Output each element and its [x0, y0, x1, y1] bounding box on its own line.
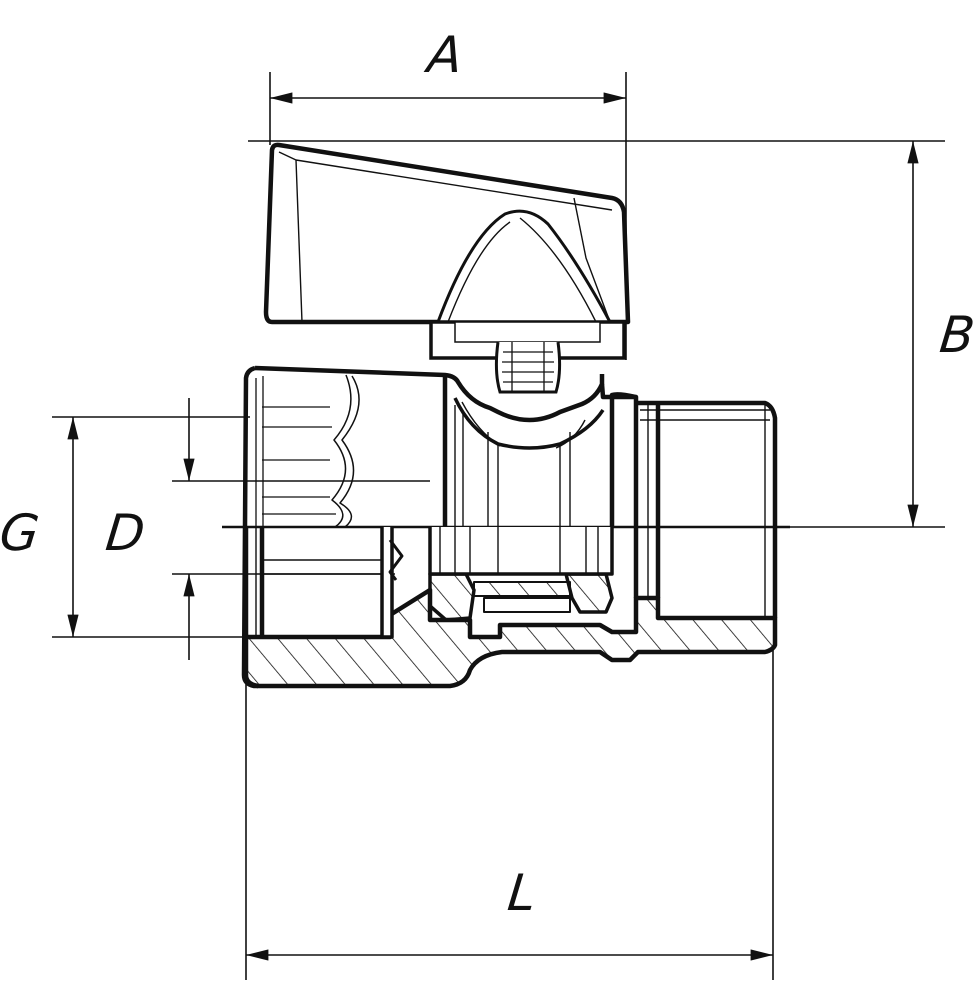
valve-section: [243, 527, 778, 689]
section-right-bore-lines: [611, 527, 766, 618]
valve-stem: [429, 320, 626, 394]
body-thread-lines: [255, 376, 336, 527]
stem-nut: [454, 321, 601, 343]
section-seat-right: [564, 572, 614, 614]
section-ball-bore: [439, 527, 599, 574]
body-thread-relief: [331, 374, 360, 528]
section-seat-left: [428, 572, 476, 622]
body-ball-housing: [453, 397, 605, 450]
butterfly-handle: [263, 142, 631, 325]
stem-threads: [502, 342, 554, 392]
section-ball-slot: [473, 581, 571, 597]
body-left-bore: [454, 405, 464, 527]
handle-crest-inner: [447, 217, 597, 323]
dimension-label-g: G: [0, 504, 42, 562]
section-left-bore-lines: [255, 527, 382, 637]
body-right-collar: [609, 392, 639, 527]
section-wall: [243, 587, 778, 689]
body-right-thread-lines: [640, 403, 770, 527]
handle-edge-line: [573, 197, 611, 323]
body-left-end: [254, 365, 605, 423]
handle-crest: [436, 209, 612, 323]
stem-neck: [494, 341, 562, 394]
section-ball-slot-inner: [483, 597, 571, 613]
handle-top-face: [278, 151, 613, 323]
section-right-bore: [633, 527, 778, 618]
dimension-label-b: B: [936, 306, 978, 364]
dimension-label-l: L: [504, 864, 539, 922]
section-left-bore: [243, 527, 265, 637]
dimension-label-a: A: [424, 26, 466, 84]
section-retainer: [380, 527, 394, 639]
section-ball: [428, 527, 614, 576]
body-ball-housing-inner: [461, 401, 586, 527]
body-center-outline: [442, 375, 615, 527]
section-retainer-pin: [388, 539, 404, 581]
body-right-thread: [636, 400, 778, 527]
dimension-label-d: D: [102, 504, 148, 562]
